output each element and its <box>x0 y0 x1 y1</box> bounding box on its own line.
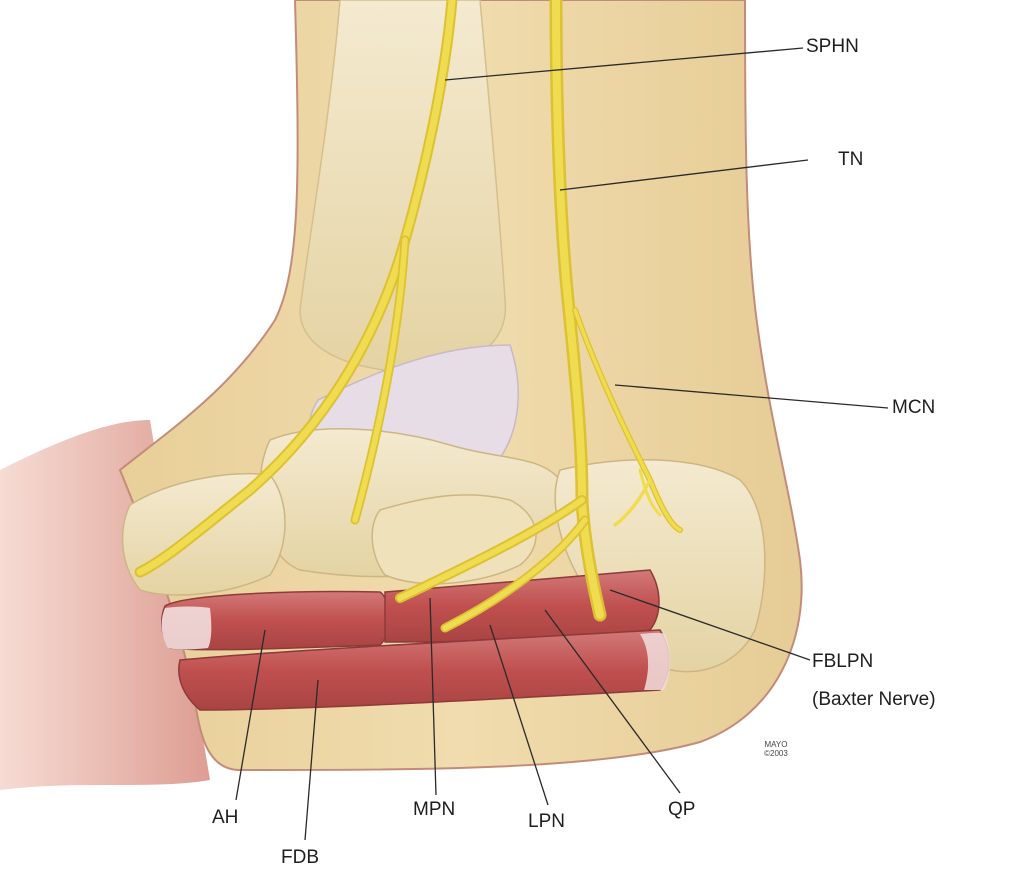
ah-tendon <box>162 607 212 650</box>
label-qp: QP <box>668 800 695 819</box>
label-ah: AH <box>212 808 238 827</box>
mayo-mark-line2: ©2003 <box>756 750 796 759</box>
label-sphn: SPHN <box>806 37 859 56</box>
label-lpn: LPN <box>528 812 565 831</box>
label-tn: TN <box>838 150 863 169</box>
label-mpn: MPN <box>413 800 455 819</box>
mayo-mark: MAYO ©2003 <box>756 741 796 759</box>
label-mcn: MCN <box>892 398 935 417</box>
label-fdb: FDB <box>281 848 319 867</box>
label-fblpn-sub: (Baxter Nerve) <box>812 690 936 709</box>
label-fblpn: FBLPN <box>812 652 873 671</box>
